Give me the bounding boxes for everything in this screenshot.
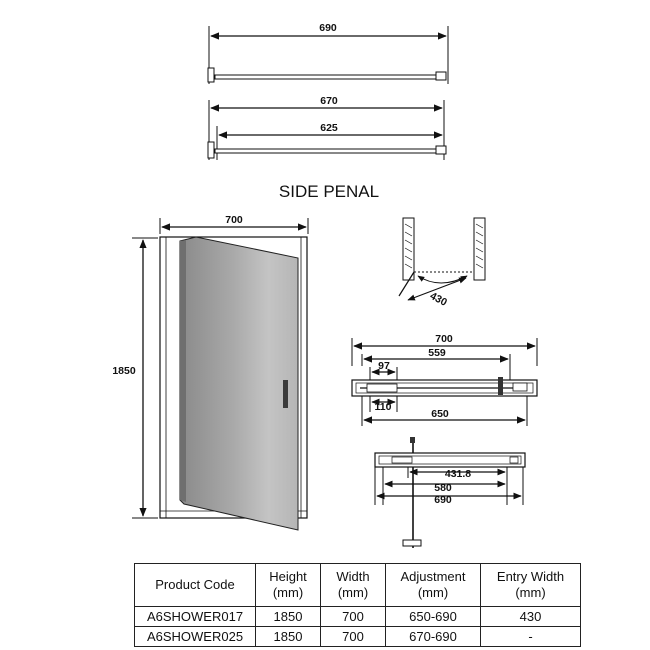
header-width: Width(mm) [320,563,386,607]
table-cell: 700 [320,606,386,627]
dim-bottom-431-label: 431.8 [445,468,471,480]
side-panel-diagram: 690 670 625 SIDE PENAL [207,22,449,201]
door-handle [283,380,288,408]
table-cell: A6SHOWER025 [134,626,256,647]
dim-swing-label: 430 [428,290,449,309]
side-panel-profile-top [214,74,440,80]
side-panel-profile-bottom [214,148,442,154]
dim-690-label: 690 [319,22,337,34]
header-height: Height(mm) [255,563,321,607]
bottom-plan-profile [374,452,526,468]
table-cell: 670-690 [385,626,481,647]
glass-door-panel [179,236,299,531]
dim-bottom-690-label: 690 [434,494,452,506]
front-view-diagram: 700 1850 [112,214,309,531]
dim-bottom-580-label: 580 [434,482,452,494]
side-panel-title: SIDE PENAL [279,182,379,201]
dim-625-label: 625 [320,122,338,134]
bottom-plan-diagram: 431.8 580 690 [374,437,526,548]
table-cell: 700 [320,626,386,647]
dim-plan-97-label: 97 [378,360,390,372]
table-cell: 430 [480,606,581,627]
swing-detail-diagram: 430 [398,217,486,309]
table-cell: - [480,626,581,647]
table-cell: 1850 [255,606,321,627]
dim-670-label: 670 [320,95,338,107]
table-row: A6SHOWER025 1850 700 670-690 - [134,626,581,647]
dim-front-width-label: 700 [225,214,243,226]
table-header-row: Product Code Height(mm) Width(mm) Adjust… [134,563,581,607]
dim-front-height-label: 1850 [112,365,136,377]
table-cell: A6SHOWER017 [134,606,256,627]
dim-plan-650-label: 650 [431,408,449,420]
header-product-code: Product Code [134,563,256,607]
dim-plan-559-label: 559 [428,347,446,359]
header-entry-width: Entry Width(mm) [480,563,581,607]
dim-plan-width-label: 700 [435,333,453,345]
table-row: A6SHOWER017 1850 700 650-690 430 [134,606,581,627]
header-adjustment: Adjustment(mm) [385,563,481,607]
top-plan-diagram: 700 559 97 110 650 [351,333,538,426]
table-cell: 1850 [255,626,321,647]
spec-table: Product Code Height(mm) Width(mm) Adjust… [134,563,581,647]
table-cell: 650-690 [385,606,481,627]
dim-plan-110-label: 110 [375,401,392,413]
